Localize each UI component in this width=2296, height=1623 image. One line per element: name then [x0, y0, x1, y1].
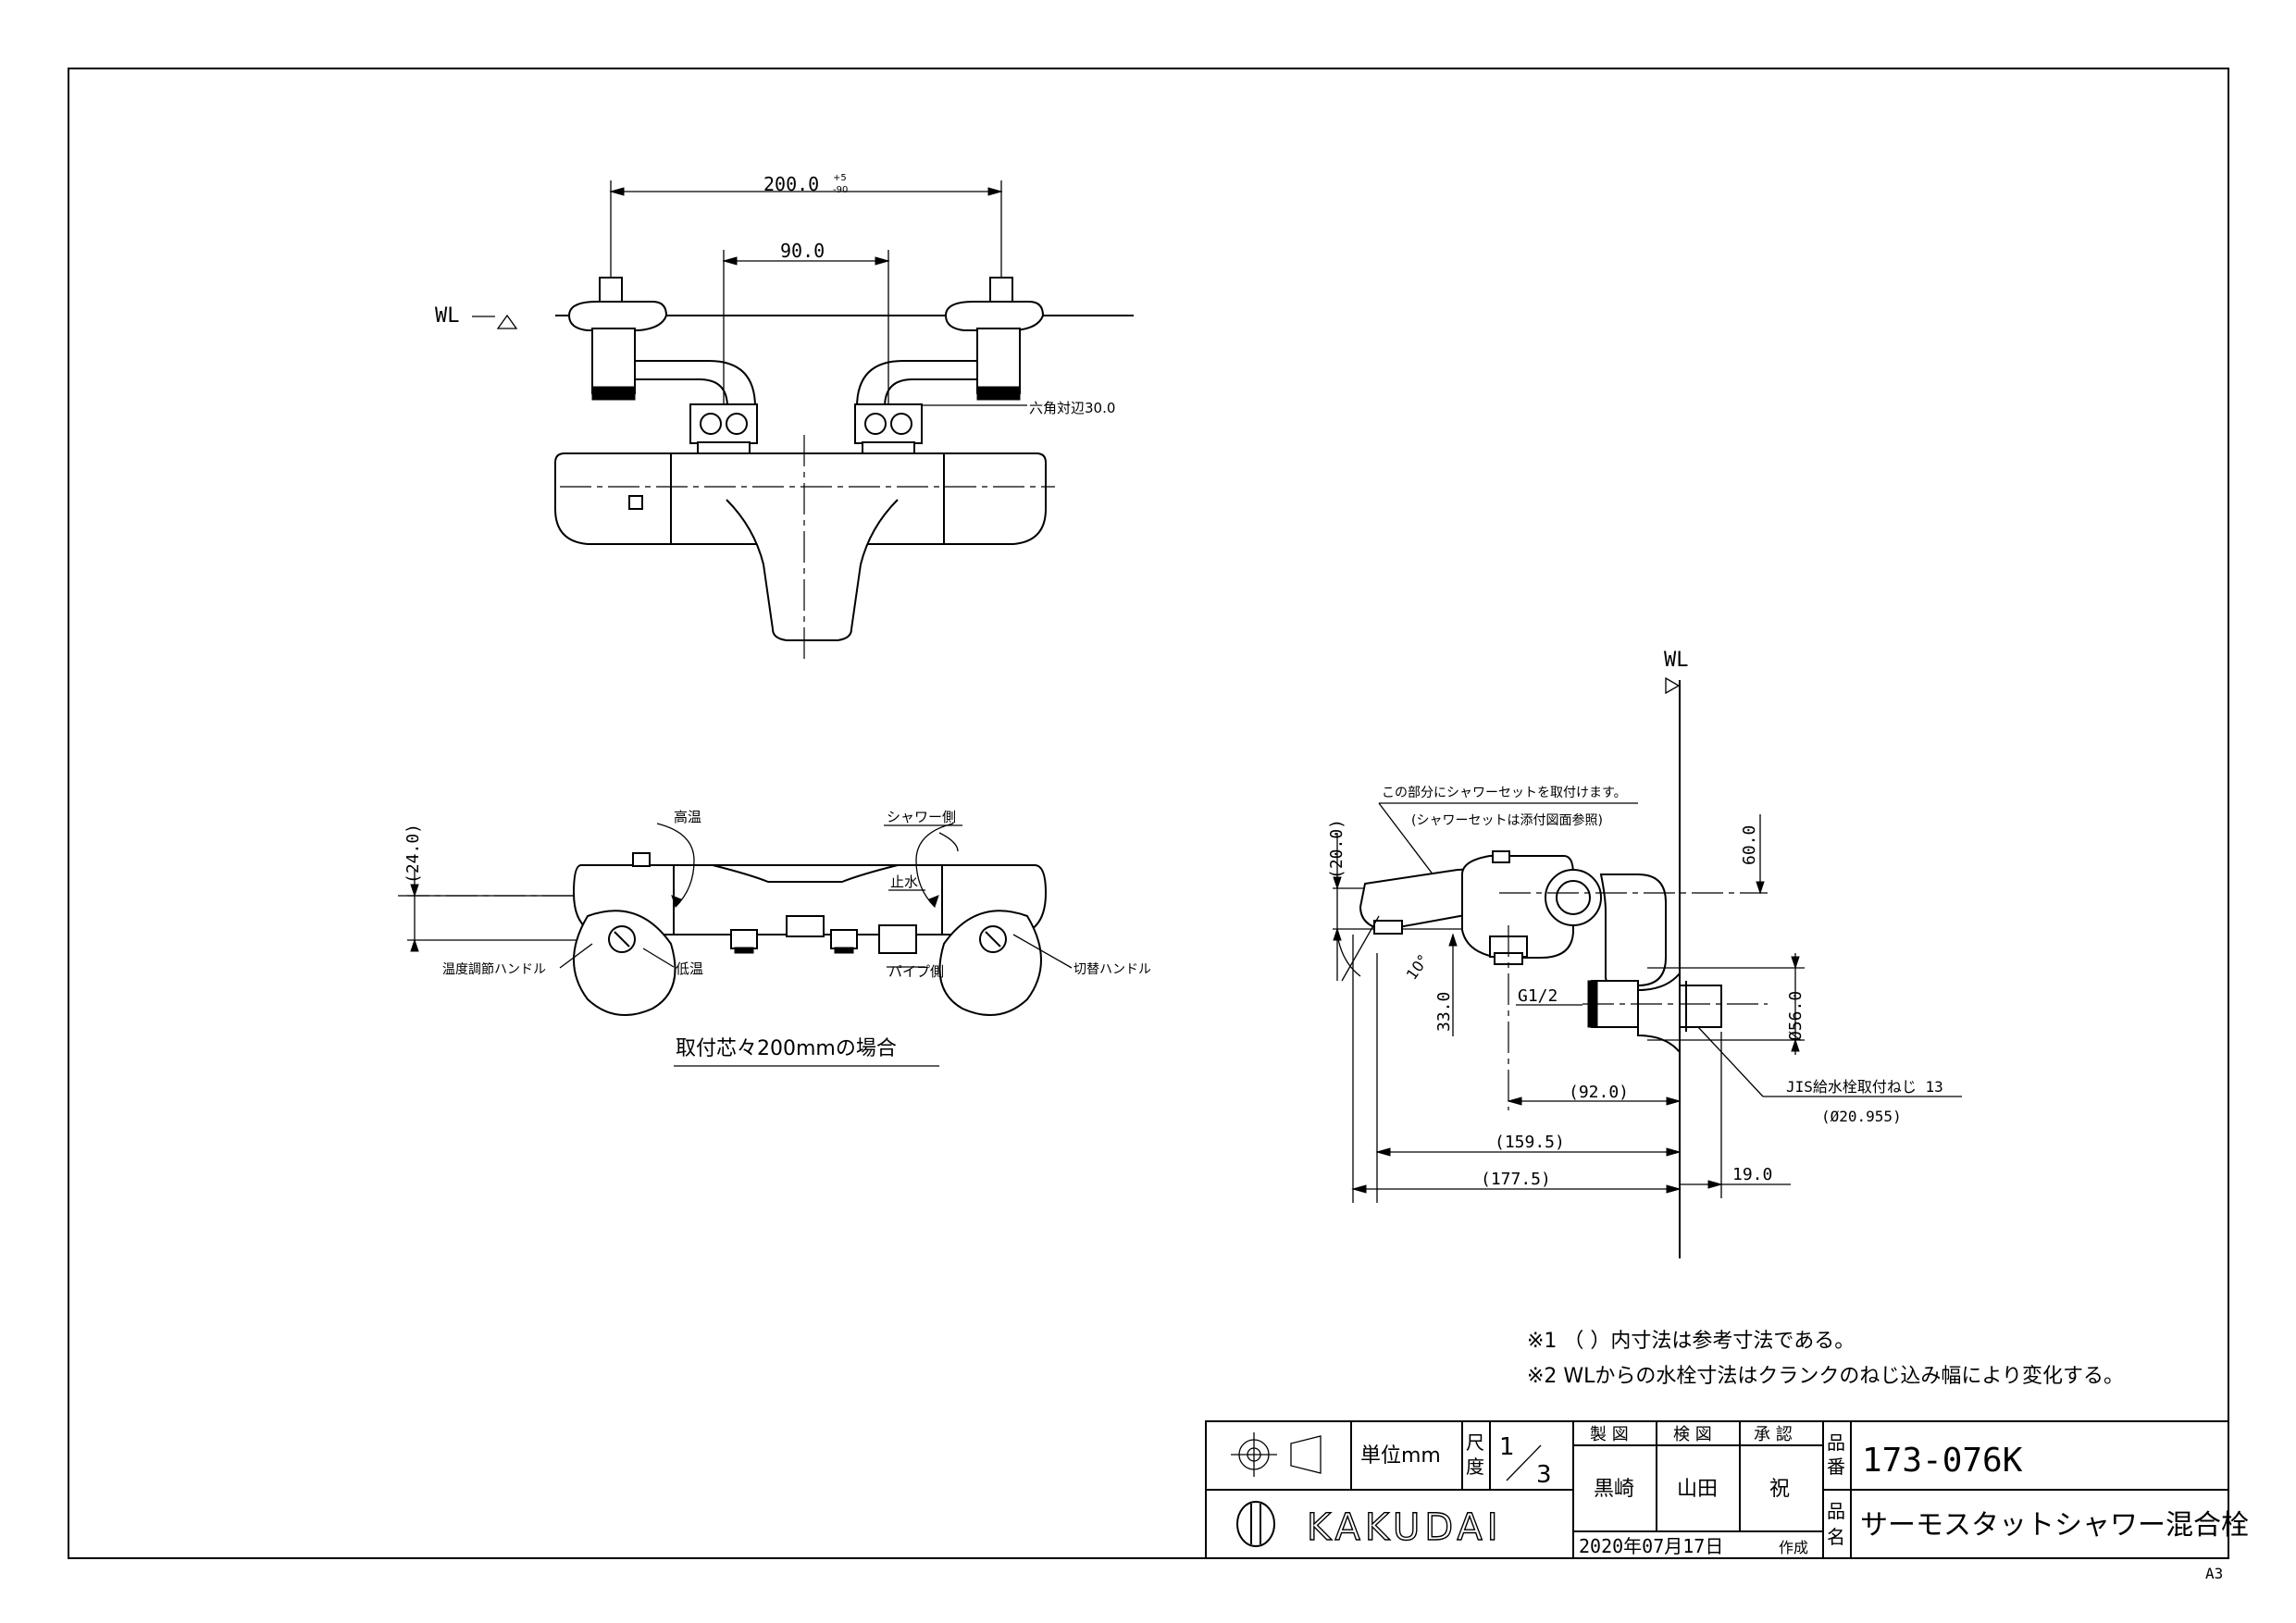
scale-label-2: 度 — [1466, 1456, 1484, 1478]
kakudai-logo: KAKUDAI — [1236, 1501, 1503, 1550]
approver-name: 祝 — [1769, 1478, 1790, 1501]
drawing-border — [68, 68, 2229, 1559]
dim-60: 60.0 — [1740, 825, 1759, 865]
shower-side-label: シャワー側 — [887, 809, 956, 825]
wl-label-side: WL — [1664, 649, 1689, 672]
dim-92: (92.0) — [1569, 1083, 1629, 1102]
note-2: ※2 WLからの水栓寸法はクランクのねじ込み幅により変化する。 — [1527, 1365, 2124, 1388]
stop-water-label: 止水 — [890, 873, 918, 890]
drawer-name: 黒崎 — [1594, 1478, 1634, 1501]
dim-19: 19.0 — [1732, 1165, 1772, 1184]
jis-label-2: (Ø20.955) — [1821, 1108, 1902, 1125]
approve-label: 承 認 — [1754, 1425, 1793, 1444]
dim-20: (20.0) — [1327, 819, 1347, 879]
wl-label-front: WL — [435, 304, 460, 328]
part-name: サーモスタットシャワー混合栓 — [1860, 1509, 2249, 1542]
front-view: 200.0 +5 -90 90.0 WL — [435, 173, 1134, 662]
side-view: WL この部分にシャワーセットを取付けます。 (シャワーセットは添付図面参照) … — [1327, 649, 1962, 1258]
high-temp-label: 高温 — [674, 809, 701, 825]
low-temp-label: 低温 — [676, 960, 703, 977]
shower-note-2: (シャワーセットは添付図面参照) — [1411, 812, 1603, 828]
scale-num: 1 — [1499, 1433, 1515, 1461]
dim-200: 200.0 — [763, 173, 819, 195]
sheet-size: A3 — [2205, 1565, 2223, 1582]
title-block: 単位mm 尺 度 1 3 製 図 検 図 承 認 黒崎 山田 祝 2020年07… — [1205, 1420, 2249, 1559]
plan-view: (24.0) 高温 シャワー側 止水 低 — [398, 809, 1151, 1067]
dim-33: 33.0 — [1434, 992, 1454, 1032]
shower-note-1: この部分にシャワーセットを取付けます。 — [1382, 786, 1627, 800]
part-number: 173-076K — [1862, 1442, 2023, 1480]
dim-90: 90.0 — [780, 240, 825, 262]
scale-label-1: 尺 — [1466, 1431, 1484, 1454]
plan-caption: 取付芯々200mmの場合 — [676, 1037, 897, 1060]
made-suffix: 作成 — [1779, 1539, 1808, 1556]
switch-handle-label: 切替ハンドル — [1074, 962, 1151, 977]
part-name-label-2: 名 — [1827, 1526, 1845, 1548]
brand-logo-text: KAKUDAI — [1307, 1506, 1503, 1549]
thread-label: G1/2 — [1518, 986, 1558, 1006]
dim-24: (24.0) — [403, 824, 423, 884]
checker-name: 山田 — [1677, 1478, 1718, 1501]
dim-200-tol-plus: +5 — [833, 173, 847, 183]
made-date: 2020年07月17日 — [1579, 1535, 1723, 1557]
note-1: ※1 （ ）内寸法は参考寸法である。 — [1527, 1330, 1855, 1353]
unit-label: 単位mm — [1360, 1444, 1441, 1468]
part-no-label-1: 品 — [1827, 1431, 1845, 1454]
dim-177: (177.5) — [1481, 1170, 1551, 1189]
made-label: 製 図 — [1590, 1425, 1629, 1444]
part-name-label-1: 品 — [1827, 1500, 1845, 1522]
dim-159: (159.5) — [1495, 1133, 1565, 1152]
part-no-label-2: 番 — [1827, 1456, 1845, 1478]
hex-size-label: 六角対辺30.0 — [1029, 400, 1115, 416]
angle-10: 10° — [1403, 951, 1433, 983]
pipe-side-label: パイプ側 — [888, 963, 944, 980]
dim-200-tol-minus: -90 — [833, 185, 848, 195]
dim-dia56: Ø56.0 — [1786, 991, 1806, 1041]
jis-label-1: JIS給水栓取付ねじ 13 — [1786, 1078, 1943, 1096]
check-label: 検 図 — [1673, 1425, 1712, 1444]
temp-handle-label: 温度調節ハンドル — [442, 961, 546, 977]
scale-den: 3 — [1536, 1461, 1552, 1489]
